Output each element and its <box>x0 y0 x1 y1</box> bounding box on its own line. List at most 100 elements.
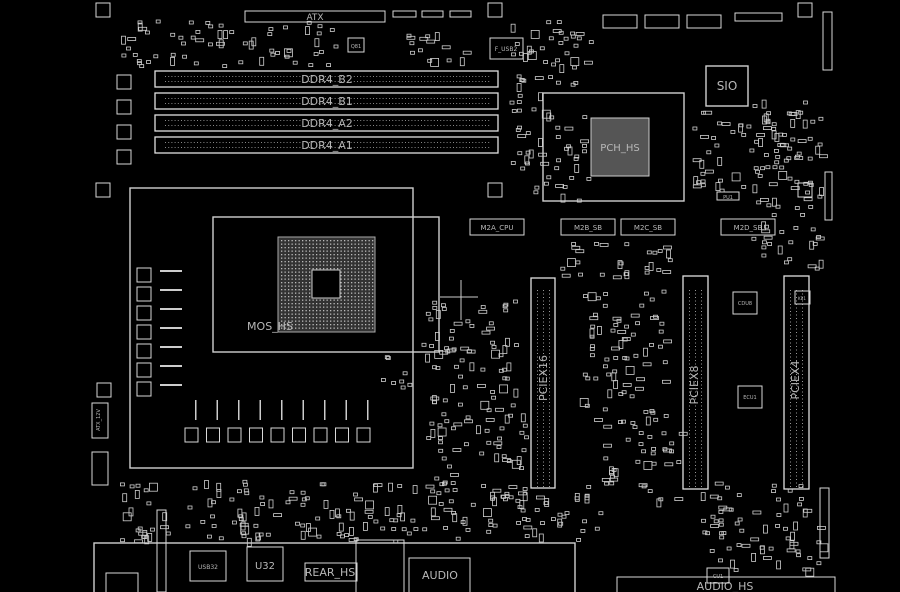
pad <box>657 249 663 253</box>
dimm-slot-ddr4-a1[interactable]: DDR4_A1 <box>154 136 499 154</box>
pad <box>488 321 494 326</box>
cdu8-chip[interactable] <box>732 291 758 315</box>
pad <box>295 292 297 294</box>
dimm-slot-ddr4-a2[interactable]: DDR4_A2 <box>154 114 499 132</box>
pad <box>465 98 467 99</box>
pad <box>286 142 288 143</box>
cu1-chip[interactable] <box>706 567 730 584</box>
pad <box>316 534 322 539</box>
q81-chip[interactable] <box>347 37 365 53</box>
pad <box>251 76 253 77</box>
pcie-x16-slot[interactable]: PCIEX16 <box>530 277 556 489</box>
pad <box>365 500 375 510</box>
pad <box>190 142 192 143</box>
pad <box>701 461 702 463</box>
dimm-slot-ddr4-b2[interactable]: DDR4_B2 <box>154 70 499 88</box>
pad <box>537 304 538 305</box>
sio-chip[interactable]: SIO <box>705 65 749 107</box>
f-usb2-chip[interactable] <box>489 37 524 60</box>
header <box>156 509 167 592</box>
m2d-sb-connector[interactable]: M2D_SB <box>720 218 776 236</box>
pad <box>354 243 356 245</box>
pad <box>543 482 544 484</box>
pad <box>351 289 353 291</box>
pch-heatsink[interactable]: PCH_HS <box>542 92 685 202</box>
cpu-socket[interactable]: MOS_HS <box>129 187 440 469</box>
dimm-slot-ddr4-b1[interactable]: DDR4_B1 <box>154 92 499 110</box>
pad <box>604 357 610 362</box>
pad <box>701 300 702 302</box>
pad <box>302 317 304 319</box>
m2a-cpu-connector[interactable]: M2A_CPU <box>469 218 525 236</box>
pu1-chip[interactable] <box>716 191 740 201</box>
pad <box>361 327 363 329</box>
pad <box>361 264 363 266</box>
pad <box>543 479 544 480</box>
pad <box>372 268 374 270</box>
pad <box>549 304 550 305</box>
pad <box>701 290 702 291</box>
pad <box>475 98 477 99</box>
pad <box>369 125 371 126</box>
pad <box>480 305 486 309</box>
pad <box>701 409 702 410</box>
pad <box>689 419 690 421</box>
usb32-chip[interactable]: USB32 <box>189 550 227 582</box>
pad <box>475 81 477 82</box>
pad <box>537 437 538 438</box>
pad <box>249 427 263 443</box>
pad <box>750 537 760 542</box>
ecu1-chip[interactable] <box>737 385 763 409</box>
pad <box>351 292 353 294</box>
m2c-sb-connector[interactable]: M2C_SB <box>620 218 676 236</box>
pad <box>284 257 286 259</box>
kb1-chip[interactable] <box>794 290 811 305</box>
rear-hs[interactable]: REAR_HS <box>304 562 358 582</box>
pad <box>790 363 791 365</box>
pad <box>281 282 283 284</box>
atx-connector[interactable]: ATX <box>244 10 386 23</box>
pad <box>376 76 378 77</box>
pad <box>315 516 321 521</box>
pad <box>284 264 286 266</box>
pad <box>273 98 275 99</box>
pad <box>796 447 797 449</box>
pad <box>331 98 333 99</box>
pad <box>796 472 797 473</box>
audio-chip[interactable]: AUDIO <box>408 557 471 592</box>
pad <box>295 289 297 291</box>
pad <box>182 54 188 59</box>
pad <box>293 125 294 126</box>
pad <box>261 125 262 126</box>
m2b-sb-connector[interactable]: M2B_SB <box>560 218 616 236</box>
atx-12v-connector[interactable]: ATX_12V <box>91 402 109 439</box>
pad <box>790 395 791 396</box>
pcie-x4-slot[interactable]: PCIEX4 <box>783 275 810 490</box>
u32-chip[interactable]: U32 <box>246 546 284 582</box>
pad <box>790 426 791 428</box>
pad <box>203 120 205 121</box>
pad <box>289 147 291 148</box>
pad <box>638 431 644 436</box>
pad <box>695 405 696 407</box>
pad <box>298 303 300 305</box>
pad <box>796 433 797 435</box>
pad <box>373 81 374 82</box>
pad <box>498 368 504 373</box>
pad <box>790 391 791 393</box>
pad <box>330 320 332 322</box>
pad <box>465 147 467 148</box>
pad <box>319 250 321 252</box>
pad <box>515 498 521 503</box>
pad <box>353 142 355 143</box>
pad <box>211 500 216 505</box>
pad <box>790 300 791 302</box>
pad <box>551 62 556 67</box>
pad <box>338 522 344 532</box>
pad <box>589 334 595 339</box>
audio-hs[interactable]: AUDIO_HS <box>616 576 836 592</box>
pad <box>344 243 346 245</box>
pad <box>555 135 561 139</box>
pad <box>302 264 304 266</box>
